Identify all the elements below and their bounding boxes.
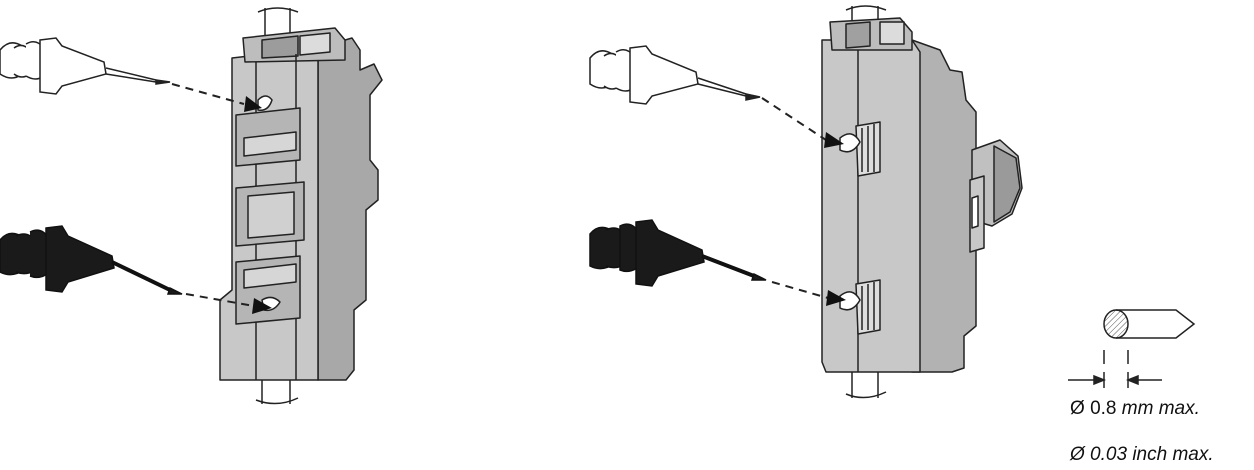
diameter-symbol: Ø (1070, 398, 1085, 419)
left-upper-probe (0, 37, 171, 95)
right-lower-probe (589, 219, 767, 287)
left-bottom-wire (255, 380, 299, 405)
right-upper-probe (589, 45, 761, 105)
left-lower-leader (185, 293, 255, 307)
right-bottom-wire (845, 372, 887, 399)
right-upper-leader (761, 97, 827, 141)
right-upper-arrowhead (824, 132, 844, 148)
right-lower-leader (771, 281, 829, 299)
left-contact-block (219, 7, 383, 405)
diameter-mm-unit: mm max. (1121, 398, 1200, 419)
right-contact-block (821, 5, 1023, 399)
left-upper-leader (171, 83, 245, 105)
probe-tip-detail (1068, 309, 1196, 388)
left-lower-arrowhead (252, 298, 272, 314)
diameter-inch-label: Ø 0.03 inch max. (1070, 444, 1214, 465)
left-body-side (317, 37, 383, 381)
diameter-mm-value: 0.8 (1090, 398, 1117, 419)
left-upper-arrowhead (244, 96, 262, 112)
right-actuator-knob (969, 139, 1023, 253)
diameter-mm-label: Ø 0.8 mm max. (1070, 398, 1200, 420)
right-lower-arrowhead (826, 290, 846, 306)
left-lower-probe (0, 225, 183, 295)
